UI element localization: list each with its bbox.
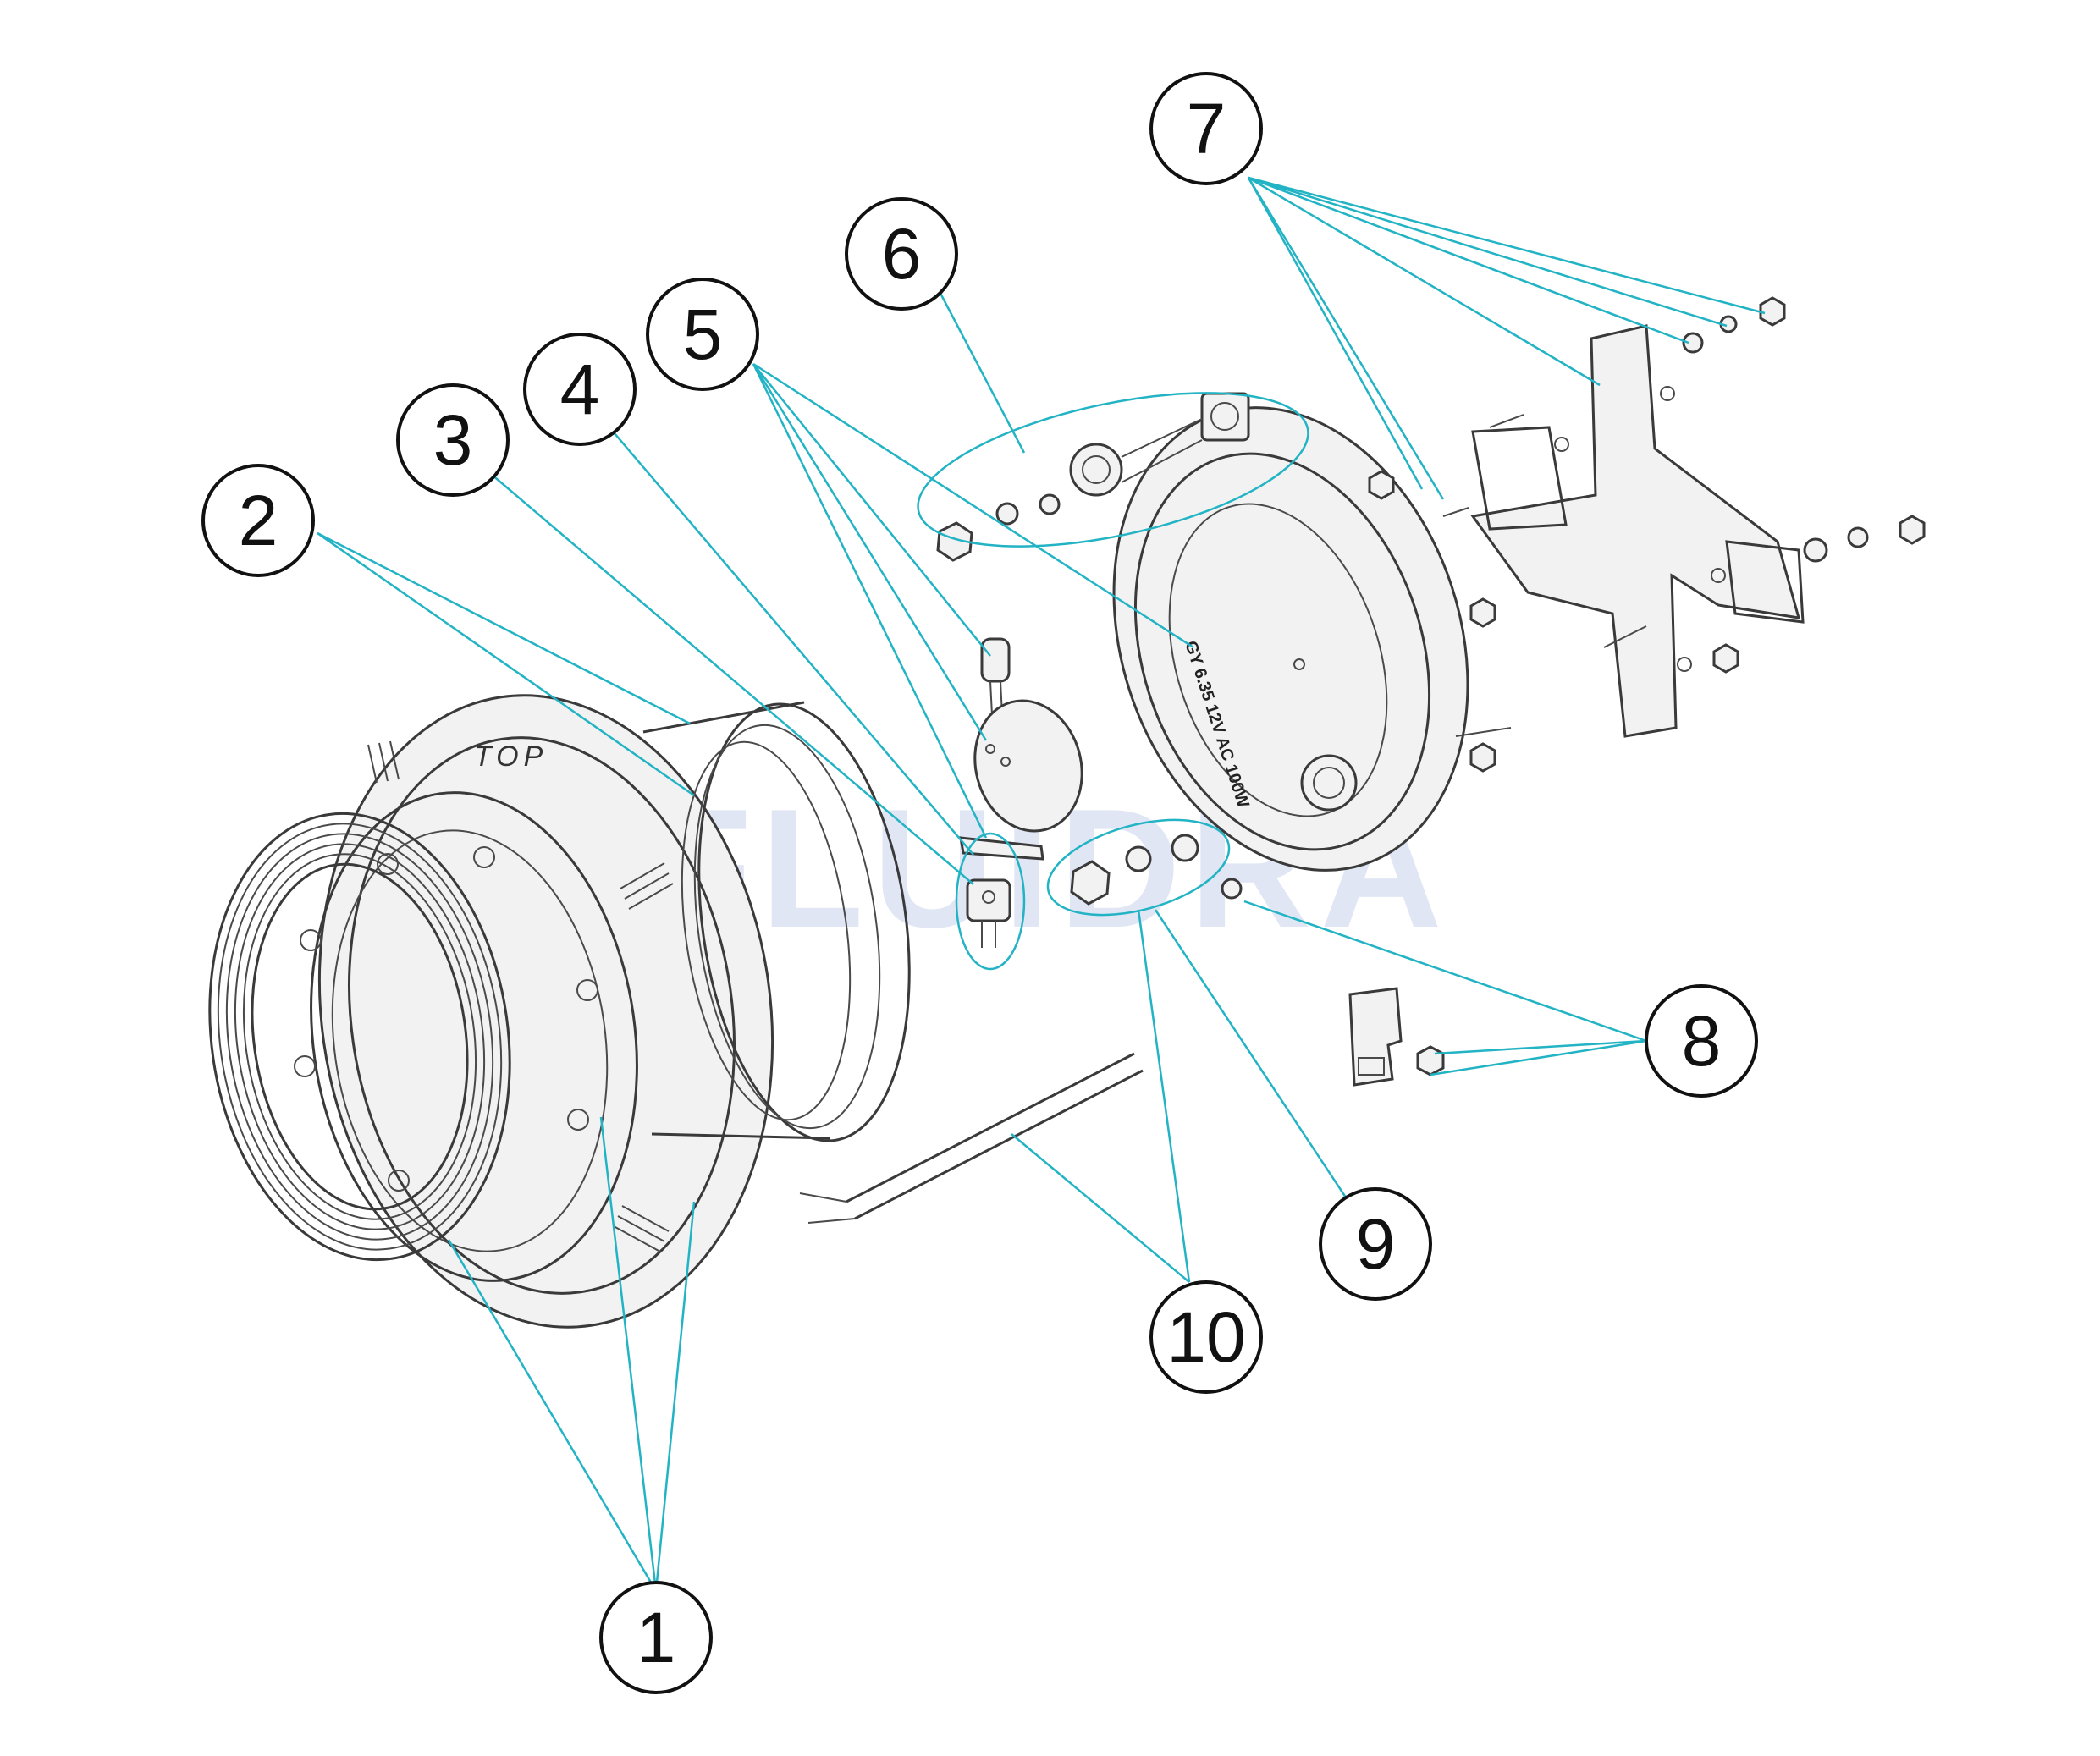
part-trim-ring bbox=[208, 812, 511, 1262]
callout-1: 1 bbox=[599, 1581, 713, 1694]
part-front-faceplate: TOP bbox=[294, 694, 774, 1329]
callout-7-label: 7 bbox=[1187, 89, 1226, 168]
part-power-cable bbox=[799, 1052, 1144, 1224]
callout-6-label: 6 bbox=[882, 214, 922, 294]
callout-8: 8 bbox=[1645, 984, 1758, 1098]
callout-7: 7 bbox=[1149, 72, 1263, 185]
callout-4-label: 4 bbox=[560, 350, 600, 429]
callout-5: 5 bbox=[646, 278, 759, 391]
callout-3-label: 3 bbox=[433, 400, 473, 480]
leader-lines bbox=[317, 176, 1766, 1592]
part-lamp-holder bbox=[959, 836, 1044, 948]
group-ellipse-part-5 bbox=[955, 832, 1026, 971]
callout-5-label: 5 bbox=[683, 295, 723, 374]
callout-10: 10 bbox=[1149, 1280, 1263, 1394]
part-bracket-nuts bbox=[1368, 296, 1926, 773]
part-housing: GY 6.35 12V AC 100W bbox=[1069, 392, 1469, 872]
callout-8-label: 8 bbox=[1682, 1001, 1722, 1081]
callout-4: 4 bbox=[523, 333, 637, 446]
part-small-fittings bbox=[936, 493, 1243, 906]
callout-10-label: 10 bbox=[1166, 1297, 1245, 1377]
callout-3: 3 bbox=[396, 383, 510, 497]
part-mounting-bracket bbox=[1442, 324, 1805, 738]
group-ellipse-part-6 bbox=[917, 392, 1309, 548]
top-marking-text: TOP bbox=[474, 740, 548, 773]
callout-1-label: 1 bbox=[637, 1598, 676, 1677]
callout-2: 2 bbox=[201, 464, 315, 577]
callout-9-label: 9 bbox=[1356, 1204, 1396, 1284]
group-ellipse-part-9-10 bbox=[1046, 818, 1231, 917]
part-bulb-reflector bbox=[973, 637, 1083, 833]
callout-9: 9 bbox=[1319, 1187, 1432, 1301]
part-lens-body bbox=[642, 701, 911, 1142]
callout-6: 6 bbox=[845, 197, 958, 311]
part-cable-clamp bbox=[1348, 987, 1445, 1087]
callout-2-label: 2 bbox=[239, 481, 278, 560]
